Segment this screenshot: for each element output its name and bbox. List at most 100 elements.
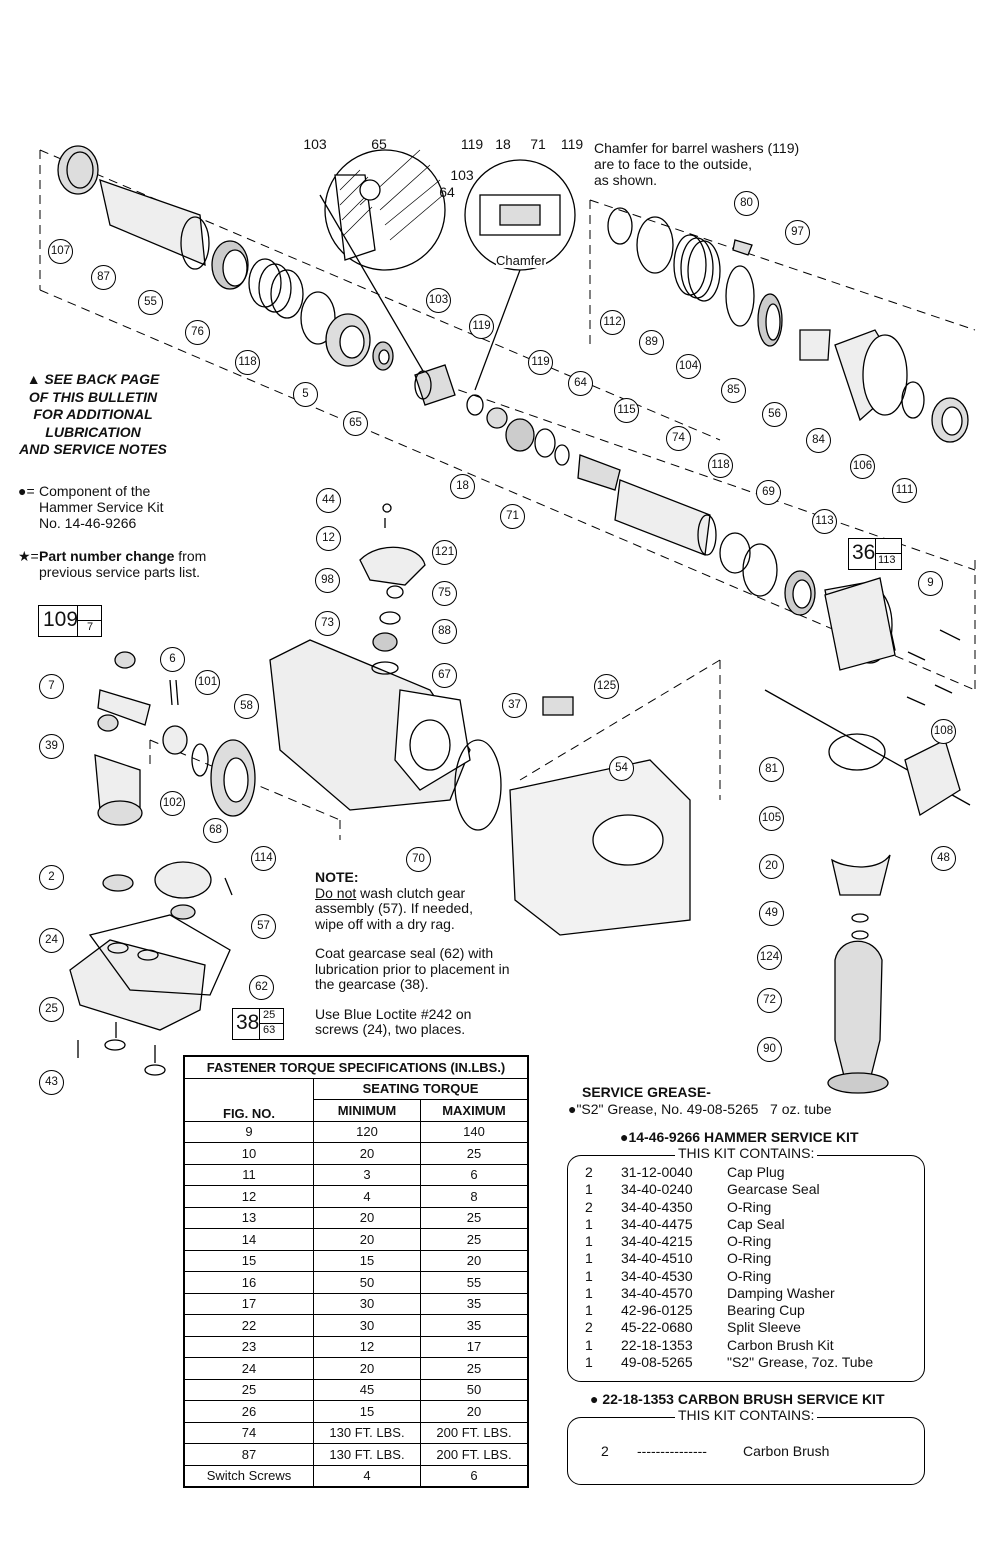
torque-fig-no: 12 <box>183 1185 314 1208</box>
torque-fig-no: 25 <box>183 1378 314 1401</box>
kit-item-qty: 1 <box>585 1353 593 1370</box>
boxed-label-38-sub2: 63 <box>263 1024 276 1036</box>
callout-20: 20 <box>759 854 784 879</box>
legend-dot-line: Hammer Service Kit <box>39 499 164 515</box>
torque-min: 20 <box>313 1206 421 1229</box>
torque-seating-header: SEATING TORQUE <box>313 1077 529 1100</box>
callout-102: 102 <box>160 791 185 816</box>
kit-item-qty: 1 <box>585 1336 593 1353</box>
chamfer-note-line: are to face to the outside, <box>594 156 752 172</box>
kit-item-description: O-Ring <box>727 1250 772 1267</box>
callout-76: 76 <box>185 320 210 345</box>
callout-105: 105 <box>759 806 784 831</box>
torque-max: 55 <box>420 1271 529 1294</box>
note-title: NOTE: <box>315 869 359 885</box>
torque-min: 20 <box>313 1228 421 1251</box>
callout-39: 39 <box>39 734 64 759</box>
legend-star-rest: from <box>174 548 207 564</box>
callout-18: 18 <box>495 136 511 152</box>
service-grease-line: ●"S2" Grease, No. 49-08-5265 7 oz. tube <box>568 1101 832 1117</box>
torque-fig-no: 24 <box>183 1357 314 1380</box>
kit-item-qty: 1 <box>585 1250 593 1267</box>
callout-119: 119 <box>460 136 484 152</box>
callout-119: 119 <box>560 136 584 152</box>
see-back-line: FOR ADDITIONAL <box>33 406 153 422</box>
callout-124: 124 <box>757 945 782 970</box>
callout-87: 87 <box>91 265 116 290</box>
torque-min: 120 <box>313 1120 421 1143</box>
chamfer-note-line: Chamfer for barrel washers (119) <box>594 140 800 156</box>
boxed-label-38: 38 25 63 <box>232 1008 284 1040</box>
callout-54: 54 <box>609 756 634 781</box>
kit-item-part-number: 34-40-4530 <box>621 1267 693 1284</box>
callout-69: 69 <box>756 480 781 505</box>
note-line: the gearcase (38). <box>315 976 429 992</box>
callout-57: 57 <box>251 914 276 939</box>
torque-max: 6 <box>420 1163 529 1186</box>
hammer-kit-item: 1 22-18-1353 Carbon Brush Kit <box>567 1337 927 1354</box>
callout-37: 37 <box>502 693 527 718</box>
callout-12: 12 <box>316 526 341 551</box>
boxed-label-36-main: 36 <box>852 541 876 564</box>
torque-max: 200 FT. LBS. <box>420 1421 529 1444</box>
hammer-kit-contains: THIS KIT CONTAINS: <box>675 1145 818 1161</box>
kit-item-description: Carbon Brush Kit <box>727 1336 834 1353</box>
see-back-line: LUBRICATION <box>45 423 141 440</box>
gearcase-group <box>162 503 502 831</box>
torque-min: 130 FT. LBS. <box>313 1443 421 1466</box>
callout-7: 7 <box>39 674 64 699</box>
callout-55: 55 <box>138 290 163 315</box>
torque-col-fig: FIG. NO. <box>183 1077 314 1122</box>
callout-67: 67 <box>432 663 457 688</box>
note-p1-rest: wash clutch gear <box>356 884 466 901</box>
kit-item-qty: 1 <box>585 1181 593 1198</box>
torque-min: 130 FT. LBS. <box>313 1421 421 1444</box>
note-line: lubrication prior to placement in <box>315 960 510 977</box>
callout-58: 58 <box>234 694 259 719</box>
torque-fig-no: 87 <box>183 1443 314 1466</box>
callout-90: 90 <box>757 1037 782 1062</box>
callout-68: 68 <box>203 818 228 843</box>
callout-112: 112 <box>600 310 625 335</box>
chamfer-note-line: as shown. <box>594 172 658 188</box>
brush-kit-contains: THIS KIT CONTAINS: <box>675 1407 818 1423</box>
torque-fig-no: 23 <box>183 1335 314 1358</box>
note-line: wipe off with a dry rag. <box>315 915 455 932</box>
torque-max: 6 <box>420 1464 529 1488</box>
kit-item-description: "S2" Grease, 7oz. Tube <box>727 1353 874 1370</box>
torque-min: 30 <box>313 1292 421 1315</box>
callout-125: 125 <box>594 674 619 699</box>
kit-item-part-number: 34-40-4215 <box>621 1233 693 1249</box>
chamfer-note: Chamfer for barrel washers (119) are to … <box>594 140 799 188</box>
kit-item-description: O-Ring <box>727 1198 772 1215</box>
brush-kit-desc: Carbon Brush <box>743 1443 830 1459</box>
torque-col-min: MINIMUM <box>313 1099 421 1122</box>
callout-88: 88 <box>432 619 457 644</box>
callout-65: 65 <box>343 411 368 436</box>
legend-dot-line: No. 14-46-9266 <box>39 515 137 531</box>
legend-star-line2: previous service parts list. <box>39 564 201 580</box>
kit-item-part-number: 22-18-1353 <box>621 1336 693 1353</box>
callout-114: 114 <box>251 846 276 871</box>
see-back-line: AND SERVICE NOTES <box>19 441 167 457</box>
kit-item-part-number: 31-12-0040 <box>621 1164 693 1180</box>
callout-18: 18 <box>450 474 475 499</box>
note-line: Use Blue Loctite #242 on <box>315 1005 472 1022</box>
kit-item-part-number: 34-40-4510 <box>621 1250 693 1267</box>
boxed-label-109-sub: 7 <box>87 621 94 633</box>
note-do-not: Do not <box>315 884 357 901</box>
callout-2: 2 <box>39 865 64 890</box>
see-back-line: ▲ SEE BACK PAGE <box>26 371 160 387</box>
callout-85: 85 <box>721 378 746 403</box>
callout-44: 44 <box>316 488 341 513</box>
